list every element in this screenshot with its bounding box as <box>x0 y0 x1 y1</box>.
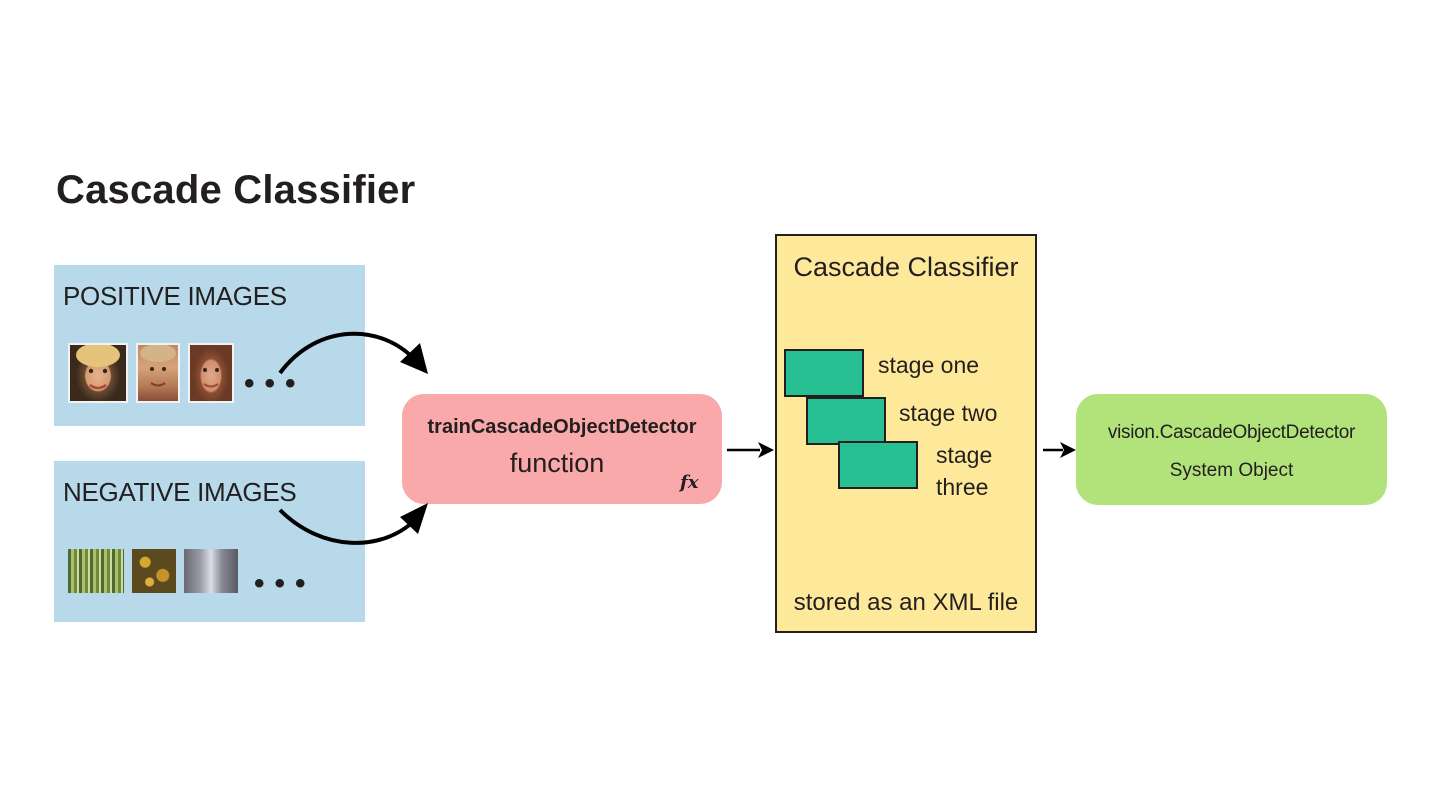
cascade-box-title: Cascade Classifier <box>793 252 1019 282</box>
function-name: trainCascadeObjectDetector <box>427 416 697 438</box>
negative-arrow-head <box>400 503 428 534</box>
stage-one-block <box>784 349 864 397</box>
stage-three-label-line2: three <box>936 474 989 500</box>
street-thumbnail <box>184 549 238 593</box>
vision-object-name: vision.CascadeObjectDetector <box>1107 422 1356 443</box>
fx-icon: fx <box>680 472 699 493</box>
forest-thumbnail <box>68 549 124 593</box>
cascade-classifier-box: Cascade Classifier stage one stage two s… <box>775 234 1037 633</box>
positive-images-label: POSITIVE IMAGES <box>63 281 287 311</box>
train-function-box: trainCascadeObjectDetector function fx <box>402 394 722 504</box>
face-thumbnail-3 <box>188 343 234 403</box>
stage-three-block <box>838 441 918 489</box>
stage-two-block <box>806 397 886 445</box>
positive-arrow-head <box>400 343 428 374</box>
foliage-thumbnail <box>132 549 176 593</box>
xml-storage-note: stored as an XML file <box>793 589 1019 616</box>
negative-images-panel: NEGATIVE IMAGES ••• <box>54 461 365 622</box>
function-subtitle: function <box>509 448 605 478</box>
face-icon <box>203 368 219 388</box>
face-thumbnail-2 <box>136 343 180 403</box>
vision-object-subtitle: System Object <box>1169 460 1294 481</box>
diagram-title: Cascade Classifier <box>56 168 416 212</box>
face-icon <box>140 344 176 387</box>
negative-images-label: NEGATIVE IMAGES <box>63 477 297 507</box>
stage-two-label: stage two <box>899 400 998 426</box>
face-thumbnail-1 <box>68 343 128 403</box>
function-to-cascade-arrow-head <box>758 442 774 458</box>
face-icon <box>76 343 120 390</box>
cascade-to-vision-arrow-head <box>1060 442 1076 458</box>
vision-object-box: vision.CascadeObjectDetector System Obje… <box>1076 394 1387 505</box>
stage-three-label-line1: stage <box>936 442 993 468</box>
more-negative-dots: ••• <box>254 567 316 600</box>
more-positive-dots: ••• <box>244 367 306 400</box>
stage-one-label: stage one <box>878 352 980 378</box>
positive-images-panel: POSITIVE IMAGES ••• <box>54 265 365 426</box>
